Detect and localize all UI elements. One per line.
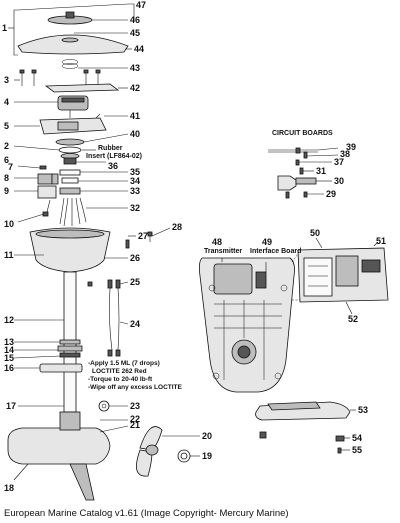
callout-47: 47 [136,0,146,10]
callout-7: 7 [8,162,13,172]
interface-board [297,247,389,303]
callout-6: 6 [4,155,9,165]
callout-16: 16 [4,363,14,373]
callout-54: 54 [352,433,362,443]
note-line-4: -Wipe off any excess LOCTITE [88,384,183,391]
transmitter-label: Transmitter [204,248,242,255]
callout-31: 31 [316,166,326,176]
callout-51: 51 [376,236,386,246]
callout-39: 39 [346,142,356,152]
callout-32: 32 [130,203,140,213]
rubber-insert-label: Rubber [98,145,123,152]
callout-53: 53 [358,405,368,415]
note-line-2: LOCTITE 262 Red [92,368,147,375]
callout-45: 45 [130,28,140,38]
callout-29: 29 [326,189,336,199]
callout-3: 3 [4,75,9,85]
top-cover [17,34,129,55]
callout-12: 12 [4,315,14,325]
callout-50: 50 [310,228,320,238]
note-line-1: -Apply 1.5 ML (7 drops) [88,360,160,367]
callout-9: 9 [4,186,9,196]
bracket-1 [13,9,18,56]
callout-11: 11 [4,250,14,260]
callout-35: 35 [130,167,140,177]
interface-board-label: Interface Board [250,248,301,255]
callout-5: 5 [4,121,9,131]
note-line-3: -Torque to 20-40 lb-ft [88,376,153,383]
callout-43: 43 [130,63,140,73]
circuit-boards-title: CIRCUIT BOARDS [272,130,333,137]
callout-28: 28 [172,222,182,232]
callout-18: 18 [4,483,14,493]
callout-52: 52 [348,314,358,324]
callout-42: 42 [130,83,140,93]
callout-22: 22 [130,414,140,424]
callout-17: 17 [6,401,16,411]
callout-49: 49 [262,237,272,247]
callout-15: 15 [4,353,14,363]
image-caption: European Marine Catalog v1.61 (Image Cop… [4,508,289,519]
wire-harness [42,197,87,227]
callout-21: 21 [130,420,140,430]
callout-13: 13 [4,337,14,347]
callout-14: 14 [4,345,14,355]
callout-27: 27 [138,231,148,241]
callout-23: 23 [130,401,140,411]
screws-3 [19,69,101,86]
callout-2: 2 [4,141,9,151]
control-housing [198,257,295,393]
rubber-insert-label-2: Insert (LF864-02) [86,153,142,160]
callout-44: 44 [134,44,144,54]
callout-4: 4 [4,97,9,107]
propeller [136,426,163,477]
callout-46: 46 [130,15,140,25]
lower-unit [7,427,111,465]
callout-25: 25 [130,277,140,287]
callout-1: 1 [2,23,7,33]
callout-41: 41 [130,111,140,121]
callout-10: 10 [4,219,14,229]
callout-40: 40 [130,129,140,139]
callout-8: 8 [4,173,9,183]
callout-26: 26 [130,253,140,263]
callout-34: 34 [130,176,140,186]
callout-19: 19 [202,451,212,461]
callout-48: 48 [212,237,222,247]
callout-38: 38 [340,149,350,159]
head-housing [29,227,111,273]
callout-20: 20 [202,431,212,441]
callout-37: 37 [334,157,344,167]
callout-30: 30 [334,176,344,186]
callout-33: 33 [130,186,140,196]
callout-55: 55 [352,445,362,455]
callout-24: 24 [130,319,140,329]
callout-36: 36 [108,161,118,171]
